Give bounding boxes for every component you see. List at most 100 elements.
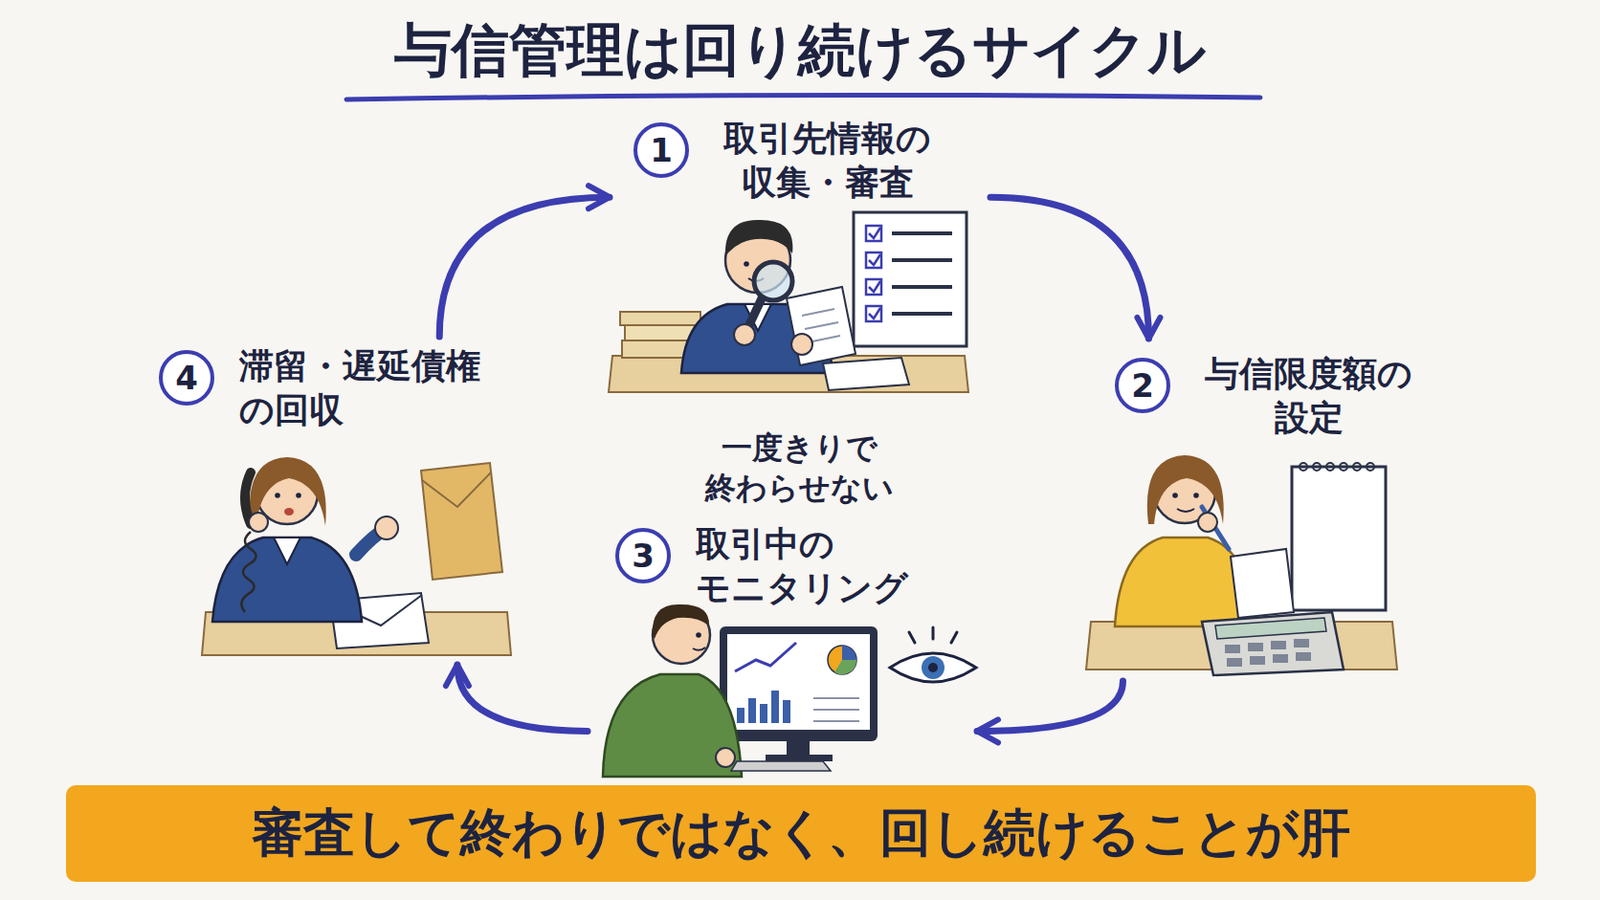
limit-setting-illustration-part	[1326, 463, 1334, 471]
monitoring-illustration-part	[727, 634, 870, 731]
reviewer-illustration-part	[822, 357, 910, 391]
monitoring-illustration-part	[932, 627, 935, 640]
cycle-arrow	[990, 197, 1149, 339]
limit-setting-illustration-part	[1226, 658, 1243, 667]
reviewer-illustration-part	[891, 311, 953, 316]
reviewer-illustration-part	[868, 281, 881, 292]
limit-setting-illustration-part	[1291, 466, 1386, 611]
reviewer-illustration-part	[801, 309, 835, 316]
collection-illustration-part	[241, 532, 256, 613]
limit-setting-illustration-part	[1193, 492, 1200, 499]
step-number-circle: 2	[1114, 357, 1171, 414]
step-label: 与信限度額の 設定	[1195, 352, 1423, 441]
cycle-step: 3 取引中の モニタリング	[597, 524, 970, 778]
limit-setting-illustration-part	[1198, 512, 1218, 533]
summary-band: 審査して終わりではなく、回し続けることが肝	[66, 785, 1536, 883]
reviewer-illustration-part	[866, 252, 882, 268]
reviewer-illustration-part	[866, 279, 882, 295]
title-underline	[346, 94, 1261, 100]
cycle-step: 2 与信限度額の 設定	[1110, 346, 1433, 672]
cycle-arrow	[439, 197, 610, 337]
monitoring-illustration	[602, 604, 977, 778]
reviewer-illustration-part	[743, 261, 750, 267]
step-label: 滞留・遅延債権 の回収	[239, 344, 502, 433]
limit-setting-illustration-part	[1249, 656, 1266, 666]
limit-setting-illustration-part	[1215, 618, 1327, 640]
reviewer-illustration-part	[866, 306, 882, 322]
monitoring-illustration-part	[771, 690, 779, 724]
monitoring-illustration-part	[736, 708, 745, 724]
reviewer-illustration-part	[804, 322, 839, 330]
reviewer-illustration-part	[791, 333, 813, 356]
cycle-step: 1 取引先情報の 収集・審査	[617, 112, 981, 395]
limit-setting-illustration-part	[1312, 463, 1321, 471]
collection-illustration	[201, 457, 512, 656]
monitoring-illustration-part	[786, 741, 810, 756]
cycle-arrow	[457, 665, 588, 732]
limit-setting-illustration-part	[1247, 643, 1264, 652]
cycle-step: 4 滞留・遅延債権 の回収	[153, 346, 512, 658]
monitoring-illustration-part	[759, 704, 768, 724]
band-text: 審査して終わりではなく、回し続けることが肝	[251, 802, 1351, 866]
step-header: 1取引先情報の 収集・審査	[633, 122, 942, 205]
limit-setting-illustration-part	[1270, 641, 1287, 650]
limit-setting-illustration-part	[1272, 654, 1289, 664]
monitoring-illustration-part	[765, 755, 833, 762]
collection-illustration-part	[248, 512, 268, 533]
reviewer-illustration-part	[620, 311, 701, 326]
monitoring-illustration-part	[813, 709, 860, 712]
limit-setting-illustration-part	[1299, 463, 1308, 471]
step-label: 取引先情報の 収集・審査	[713, 116, 942, 205]
limit-setting-illustration-part	[1172, 492, 1178, 499]
monitoring-illustration-part	[951, 632, 957, 644]
reviewer-illustration-part	[868, 227, 881, 239]
monitoring-illustration-part	[692, 647, 706, 651]
limit-setting-illustration-part	[1230, 549, 1294, 619]
monitoring-illustration-part	[695, 632, 702, 639]
center-note: 一度きりで 終わらせない	[698, 428, 901, 509]
callout-number: 1	[649, 133, 673, 167]
collection-illustration-part	[274, 492, 281, 499]
reviewer-illustration-part	[891, 231, 953, 236]
monitoring-illustration-part	[719, 626, 878, 742]
reviewer-illustration-part	[868, 254, 881, 266]
limit-setting-illustration-part	[1201, 612, 1344, 676]
limit-setting-illustration	[1086, 455, 1398, 676]
reviewer-illustration-part	[733, 324, 756, 346]
reviewer-illustration-part	[891, 258, 953, 263]
collection-illustration-part	[273, 537, 301, 565]
cycle-arrow	[977, 681, 1123, 732]
step-header: 2与信限度額の 設定	[1114, 357, 1423, 441]
collection-illustration-part	[295, 492, 302, 499]
reviewer-illustration-part	[868, 308, 881, 319]
monitoring-illustration-part	[715, 748, 735, 768]
monitoring-illustration-part	[834, 660, 857, 675]
monitoring-illustration-part	[813, 697, 860, 700]
monitoring-illustration-part	[734, 643, 797, 672]
callout-number: 2	[1131, 369, 1155, 402]
limit-setting-illustration-part	[1224, 644, 1241, 654]
monitoring-illustration-part	[889, 653, 977, 683]
callout-number: 4	[175, 361, 199, 395]
monitoring-illustration-part	[921, 656, 945, 680]
title-underline-part	[346, 94, 1261, 100]
collection-illustration-part	[421, 463, 503, 580]
step-number-circle: 4	[158, 350, 215, 406]
monitoring-illustration-part	[782, 700, 791, 724]
limit-setting-illustration-part	[1295, 652, 1312, 662]
monitoring-illustration-part	[909, 632, 915, 644]
step-header: 4滞留・遅延債権 の回収	[158, 350, 502, 433]
monitoring-illustration-part	[928, 663, 938, 673]
collection-illustration-part	[212, 537, 362, 623]
diagram-title: 与信管理は回り続けるサイクル	[0, 15, 1600, 85]
limit-setting-illustration-part	[1366, 463, 1375, 471]
limit-setting-illustration-part	[1339, 463, 1348, 471]
step-number-circle: 1	[633, 122, 689, 178]
step-label: 取引中の モニタリング	[695, 522, 937, 611]
monitoring-illustration-part	[748, 698, 756, 724]
monitoring-illustration-part	[652, 604, 710, 640]
reviewer-illustration-part	[891, 285, 953, 289]
step-number-circle: 3	[615, 528, 671, 584]
monitoring-illustration-part	[842, 645, 857, 661]
step-header: 3取引中の モニタリング	[615, 528, 937, 611]
